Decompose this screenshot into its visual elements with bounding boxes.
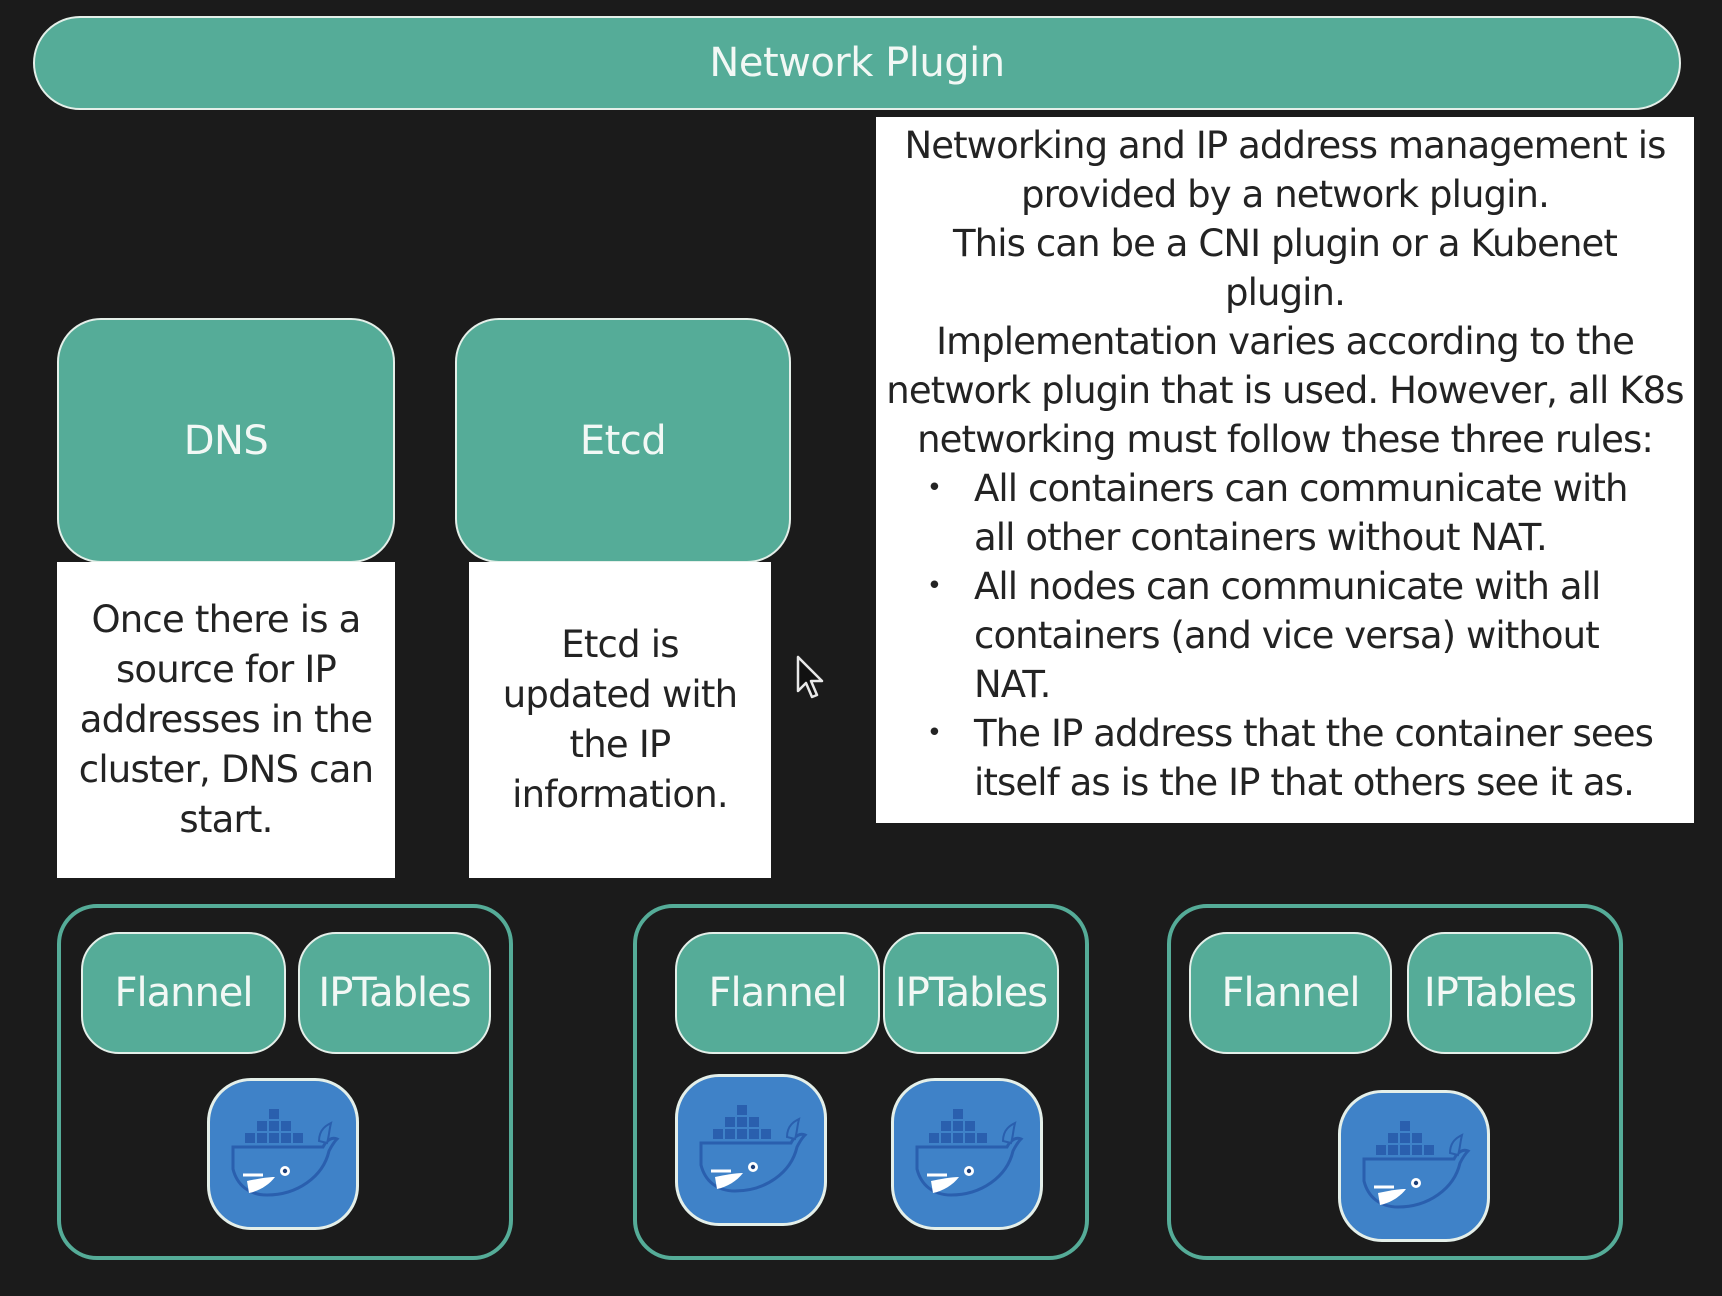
- docker-whale-icon: [1338, 1090, 1490, 1242]
- rule-line: All containers can communicate with: [974, 467, 1628, 510]
- info-line: provided by a network plugin.: [1021, 173, 1550, 216]
- flannel-pill: Flannel: [675, 932, 880, 1054]
- rule-line: NAT.: [974, 663, 1051, 706]
- flannel-pill: Flannel: [81, 932, 286, 1054]
- docker-whale-icon: [207, 1078, 359, 1230]
- bullet-icon: •: [926, 473, 942, 503]
- dns-label: DNS: [183, 417, 269, 464]
- dns-note-line: source for IP: [115, 648, 337, 691]
- dns-note-line: start.: [179, 798, 273, 841]
- rule-line: itself as is the IP that others see it a…: [974, 761, 1635, 804]
- bullet-icon: •: [926, 571, 942, 601]
- mouse-cursor-icon: [796, 655, 824, 699]
- etcd-note-line: Etcd is: [561, 623, 679, 666]
- network-plugin-banner: Network Plugin: [33, 16, 1681, 110]
- rule-item: • All containers can communicate with al…: [922, 464, 1686, 562]
- rule-line: All nodes can communicate with all: [974, 565, 1601, 608]
- rule-line: containers (and vice versa) without: [974, 614, 1600, 657]
- node-box: Flannel IPTables: [1167, 904, 1623, 1260]
- dns-note-line: addresses in the: [79, 698, 373, 741]
- node-box: Flannel IPTables: [633, 904, 1089, 1260]
- info-line: This can be a CNI plugin or a Kubenet: [952, 222, 1618, 265]
- dns-note: Once there is a source for IP addresses …: [57, 562, 395, 878]
- iptables-label: IPTables: [894, 970, 1048, 1016]
- flannel-label: Flannel: [114, 970, 253, 1016]
- rule-line: all other containers without NAT.: [974, 516, 1548, 559]
- info-line: networking must follow these three rules…: [917, 418, 1654, 461]
- info-line: Networking and IP address management is: [904, 124, 1666, 167]
- etcd-label: Etcd: [579, 417, 667, 464]
- info-line: network plugin that is used. However, al…: [886, 369, 1684, 412]
- flannel-pill: Flannel: [1189, 932, 1392, 1054]
- iptables-pill: IPTables: [298, 932, 491, 1054]
- rule-line: The IP address that the container sees: [974, 712, 1654, 755]
- docker-whale-icon: [891, 1078, 1043, 1230]
- info-line: plugin.: [1225, 271, 1346, 314]
- bullet-icon: •: [926, 718, 942, 748]
- info-paragraph: Networking and IP address management is …: [884, 121, 1686, 464]
- docker-whale-icon: [675, 1074, 827, 1226]
- iptables-label: IPTables: [1423, 970, 1577, 1016]
- info-panel: Networking and IP address management is …: [876, 117, 1694, 823]
- etcd-note-line: updated with: [502, 673, 738, 716]
- flannel-label: Flannel: [708, 970, 847, 1016]
- etcd-note-line: information.: [512, 773, 729, 816]
- info-line: Implementation varies according to the: [936, 320, 1635, 363]
- etcd-note-line: the IP: [569, 723, 672, 766]
- dns-service-box: DNS: [57, 318, 395, 563]
- rules-list: • All containers can communicate with al…: [884, 464, 1686, 807]
- iptables-pill: IPTables: [883, 932, 1059, 1054]
- node-box: Flannel IPTables: [57, 904, 513, 1260]
- dns-note-line: cluster, DNS can: [78, 748, 374, 791]
- rule-item: • The IP address that the container sees…: [922, 709, 1686, 807]
- etcd-note: Etcd is updated with the IP information.: [469, 562, 771, 878]
- rule-item: • All nodes can communicate with all con…: [922, 562, 1686, 709]
- dns-note-line: Once there is a: [91, 598, 361, 641]
- network-plugin-label: Network Plugin: [709, 40, 1005, 86]
- iptables-label: IPTables: [318, 970, 471, 1016]
- flannel-label: Flannel: [1221, 970, 1360, 1016]
- etcd-service-box: Etcd: [455, 318, 791, 563]
- iptables-pill: IPTables: [1407, 932, 1593, 1054]
